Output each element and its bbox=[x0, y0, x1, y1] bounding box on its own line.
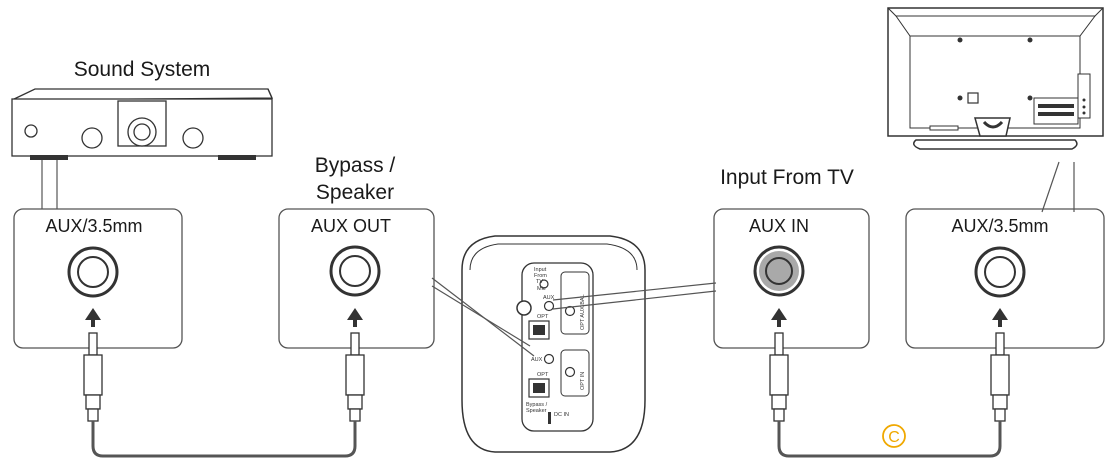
speaker-back-illustration: Input From TV Mic AUX OPT AUX OPT Bypass… bbox=[461, 235, 646, 453]
aux-plug-icon bbox=[345, 332, 365, 422]
aux-cable bbox=[777, 421, 1002, 458]
speaker-text: From bbox=[534, 273, 547, 279]
panel-aux-in: AUX IN bbox=[713, 208, 870, 349]
speaker-text: AUX bbox=[543, 295, 555, 301]
sound-system-device bbox=[11, 88, 273, 160]
panel-aux-out: AUX OUT bbox=[278, 208, 435, 349]
panel-aux-3-5mm-left: AUX/3.5mm bbox=[13, 208, 183, 349]
aux-plug-icon bbox=[769, 332, 789, 422]
insert-arrow-icon bbox=[347, 308, 363, 327]
speaker-text: OPT bbox=[537, 314, 549, 320]
cable-marker-icon: C bbox=[882, 424, 906, 448]
speaker-text: Mic bbox=[537, 286, 546, 292]
speaker-text: AUX bbox=[531, 357, 543, 363]
speaker-text: OPT IN bbox=[580, 372, 586, 390]
panel-label: AUX/3.5mm bbox=[951, 216, 1048, 236]
speaker-text: Input bbox=[534, 267, 547, 273]
speaker-text: TV bbox=[536, 279, 543, 285]
aux-plug-icon bbox=[83, 332, 103, 422]
speaker-jack-icon bbox=[543, 300, 555, 312]
insert-arrow-icon bbox=[992, 308, 1008, 327]
callout-line bbox=[552, 282, 717, 301]
aux-plug-icon bbox=[990, 332, 1010, 422]
speaker-text: Speaker bbox=[526, 408, 547, 414]
speaker-text: Bypass / bbox=[526, 402, 548, 408]
callout-line bbox=[1041, 161, 1060, 213]
aux-cable bbox=[91, 421, 357, 458]
speaker-jack-icon bbox=[516, 300, 532, 316]
bypass-label-line2: Speaker bbox=[316, 181, 394, 204]
insert-arrow-icon bbox=[85, 308, 101, 327]
panel-label: AUX/3.5mm bbox=[45, 216, 142, 236]
input-from-tv-label: Input From TV bbox=[720, 166, 854, 189]
insert-arrow-icon bbox=[771, 308, 787, 327]
speaker-jack-icon bbox=[543, 353, 555, 365]
tv-back-illustration bbox=[887, 7, 1104, 150]
speaker-text: OPT AUX BAL bbox=[580, 294, 586, 330]
speaker-text: OPT bbox=[537, 372, 549, 378]
bypass-label-line1: Bypass / bbox=[315, 154, 396, 177]
sound-system-label: Sound System bbox=[74, 58, 211, 81]
panel-label: AUX IN bbox=[749, 216, 809, 236]
callout-line bbox=[552, 290, 717, 310]
speaker-text: DC IN bbox=[554, 412, 569, 418]
panel-label: AUX OUT bbox=[311, 216, 391, 236]
panel-aux-3-5mm-right: AUX/3.5mm bbox=[905, 208, 1105, 349]
cable-marker-label: C bbox=[888, 429, 900, 446]
callout-line bbox=[431, 285, 531, 347]
